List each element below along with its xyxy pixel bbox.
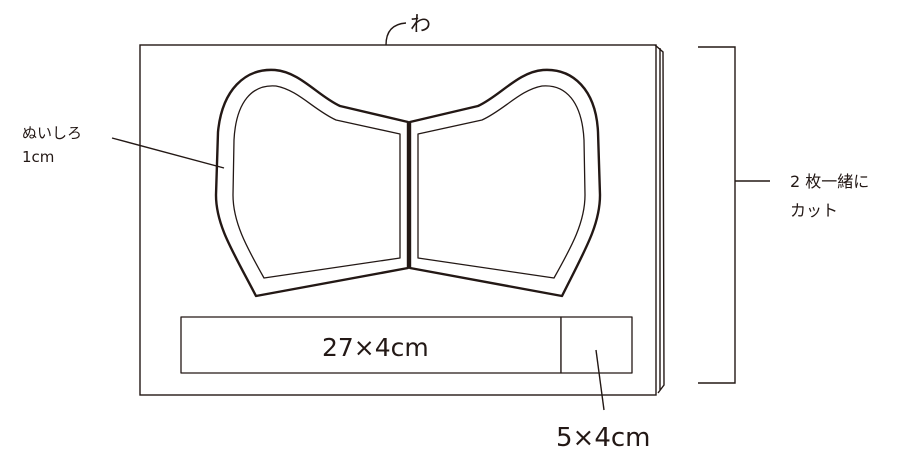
layer-bracket — [698, 46, 736, 384]
small-piece-size-label: 5×4cm — [556, 423, 651, 452]
strap-size-label: 27×4cm — [322, 333, 429, 362]
seam-allowance-leader-line — [111, 137, 225, 169]
small-piece — [560, 316, 633, 374]
fold-leader-line — [385, 22, 407, 46]
fabric-sheet — [139, 44, 657, 396]
fold-label: わ — [410, 12, 431, 36]
seam-allowance-label-line2: 1cm — [22, 148, 54, 166]
seam-allowance-label-line1: ぬいしろ — [22, 124, 82, 142]
cut-label-line1: 2 枚一緒に — [790, 172, 869, 191]
small-piece-leader-line — [595, 349, 605, 411]
mask-piece-right-inner — [417, 85, 586, 279]
cut-label-line2: カット — [790, 201, 838, 220]
fabric-back-layer — [654, 44, 665, 394]
mask-piece-left-inner — [232, 85, 401, 279]
